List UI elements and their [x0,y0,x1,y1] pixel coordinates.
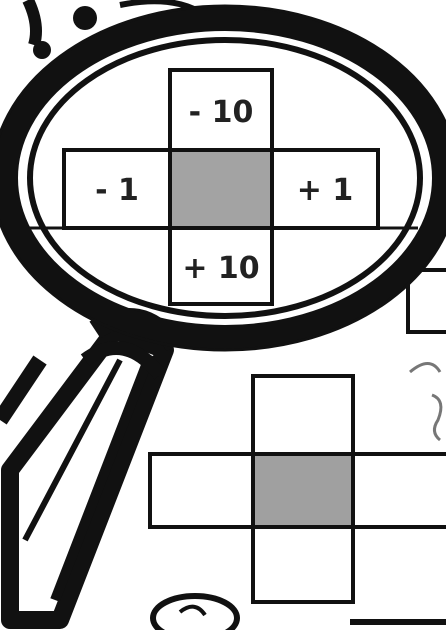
practice-grid-center-cell [253,454,353,527]
grid-cell-center [170,150,272,228]
partial-box [350,270,446,622]
label-minus-ten: - 10 [189,95,254,130]
practice-grid-right-cell [353,454,446,527]
circled-mark [153,596,237,630]
label-minus-one: - 1 [95,173,139,208]
practice-grid-left-cell [150,454,253,527]
practice-grid-bottom-cell [253,527,353,602]
practice-grid-top-cell [253,376,353,454]
label-plus-ten: + 10 [182,251,259,286]
practice-grid [150,376,446,602]
label-plus-one: + 1 [297,173,353,208]
